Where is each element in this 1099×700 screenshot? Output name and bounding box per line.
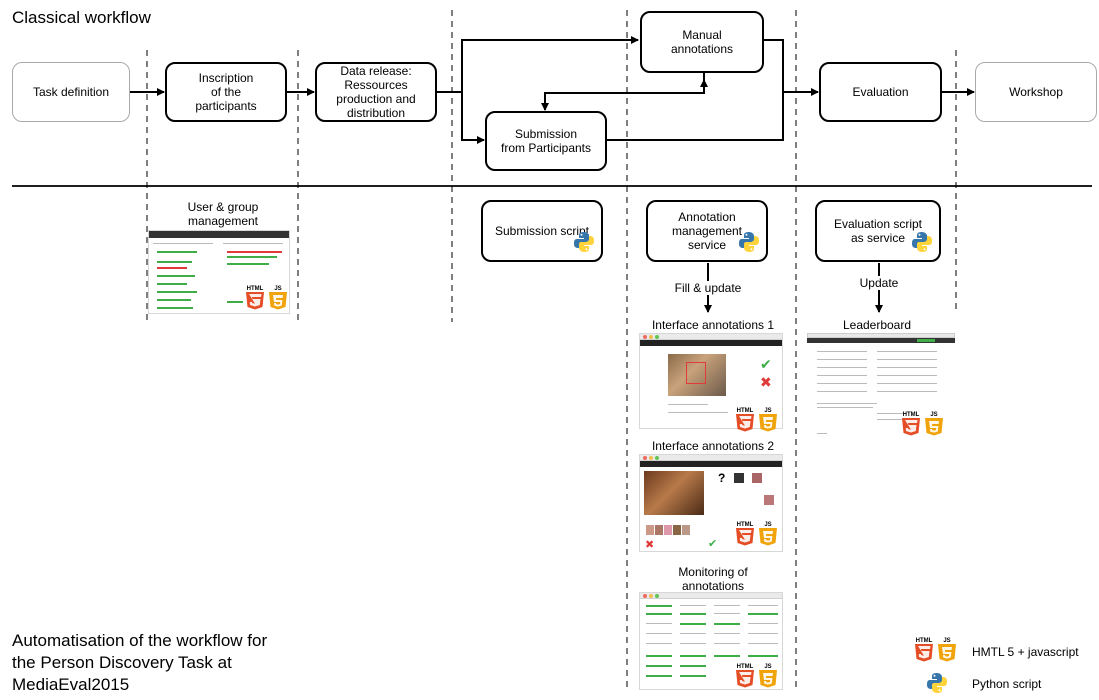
svg-text:JS: JS: [764, 664, 771, 670]
video-frame: [644, 471, 704, 515]
monitoring-screenshot: [639, 592, 783, 690]
evaluation-node: Evaluation: [819, 62, 942, 122]
html5-icon: HTML: [735, 406, 755, 437]
html5-icon: HTML: [245, 284, 265, 315]
automation-title-line: MediaEval2015: [12, 675, 130, 694]
monitoring-line: Monitoring of: [678, 565, 748, 579]
workshop-node: Workshop: [975, 62, 1097, 122]
automation-title-line: the Person Discovery Task at: [12, 653, 232, 672]
workshop-label: Workshop: [1009, 85, 1063, 99]
svg-text:JS: JS: [764, 408, 771, 414]
user-group-line: management: [187, 214, 259, 228]
fill-update-label: Fill & update: [660, 281, 756, 295]
manual-annotations-node: Manual annotations: [640, 11, 764, 73]
svg-text:HTML: HTML: [737, 408, 754, 414]
cross-icon: ✖: [645, 539, 655, 551]
check-icon: ✔: [708, 538, 718, 550]
annotation-service-node: Annotation management service: [646, 200, 768, 262]
js-icon: JS: [758, 662, 778, 693]
interface1-label: Interface annotations 1: [651, 318, 775, 332]
automation-title-line: Automatisation of the workflow for: [12, 631, 268, 650]
svg-text:JS: JS: [943, 638, 950, 644]
js-icon: JS: [268, 284, 288, 315]
interface2-label: Interface annotations 2: [651, 439, 775, 453]
data-release-line: distribution: [346, 106, 406, 120]
legend-python-icon: [926, 672, 948, 699]
interface1-screenshot: ✔ ✖: [639, 333, 783, 429]
svg-text:HTML: HTML: [737, 522, 754, 528]
face-thumb: [764, 495, 774, 505]
svg-text:HTML: HTML: [247, 286, 264, 292]
svg-text:JS: JS: [274, 286, 281, 292]
face-strip: [646, 525, 690, 535]
submission-line: Submission: [514, 127, 578, 141]
evaluation-service-line: as service: [850, 231, 905, 245]
manual-annotations-line: annotations: [670, 42, 734, 56]
monitoring-line: annotations: [681, 579, 745, 593]
legend-html-js-label: HMTL 5 + javascript: [972, 645, 1079, 659]
python-icon: [738, 231, 760, 256]
submission-node: Submission from Participants: [485, 111, 607, 171]
legend-python-label: Python script: [972, 677, 1042, 691]
data-release-line: production and: [336, 92, 416, 106]
svg-text:HTML: HTML: [916, 638, 933, 644]
js-icon: JS: [924, 410, 944, 441]
task-definition-node: Task definition: [12, 62, 130, 122]
screenshot-header: [149, 231, 289, 238]
html5-icon: HTML: [901, 410, 921, 441]
evaluation-label: Evaluation: [852, 85, 909, 99]
inscription-line: participants: [195, 99, 257, 113]
python-icon: [573, 231, 595, 256]
evaluation-service-node: Evaluation script as service: [815, 200, 941, 262]
annotation-service-line: service: [687, 238, 726, 252]
classical-workflow-title: Classical workflow: [12, 8, 151, 27]
check-icon: ✔: [760, 356, 772, 372]
inscription-node: Inscription of the participants: [165, 62, 287, 122]
js-icon: JS: [758, 520, 778, 551]
svg-text:JS: JS: [764, 522, 771, 528]
inscription-line: of the: [210, 85, 242, 99]
html5-icon: HTML: [735, 520, 755, 551]
update-label: Update: [848, 276, 910, 290]
annotation-service-line: management: [671, 224, 743, 238]
annotation-service-line: Annotation: [678, 210, 736, 224]
svg-text:HTML: HTML: [903, 412, 920, 418]
submission-script-label: Submission script: [494, 224, 590, 238]
data-release-line: Data release:: [340, 64, 412, 78]
data-release-line: Ressources: [344, 78, 408, 92]
inscription-line: Inscription: [198, 71, 254, 85]
automation-title: Automatisation of the workflow for the P…: [12, 630, 267, 696]
data-release-node: Data release: Ressources production and …: [315, 62, 437, 122]
monitoring-label: Monitoring of annotations: [640, 565, 786, 593]
python-icon: [911, 231, 933, 256]
submission-line: from Participants: [500, 141, 592, 155]
cross-icon: ✖: [760, 374, 772, 390]
user-group-label: User & group management: [150, 200, 296, 228]
question-icon: ?: [718, 471, 726, 485]
interface2-screenshot: ? ✖ ✔: [639, 454, 783, 552]
evaluation-service-line: Evaluation script: [833, 217, 923, 231]
manual-annotations-line: Manual: [682, 28, 722, 42]
user-group-line: User & group: [187, 200, 259, 214]
face-thumb: [734, 473, 744, 483]
svg-text:JS: JS: [930, 412, 937, 418]
task-definition-label: Task definition: [32, 85, 110, 99]
legend-html5-icon: HTML: [914, 636, 934, 667]
svg-text:HTML: HTML: [737, 664, 754, 670]
face-thumb: [752, 473, 762, 483]
legend-js-icon: JS: [937, 636, 957, 667]
submission-script-node: Submission script: [481, 200, 603, 262]
leaderboard-label: Leaderboard: [842, 318, 912, 332]
html5-icon: HTML: [735, 662, 755, 693]
user-management-screenshot: [148, 230, 290, 314]
video-frame: [668, 354, 726, 396]
js-icon: JS: [758, 406, 778, 437]
